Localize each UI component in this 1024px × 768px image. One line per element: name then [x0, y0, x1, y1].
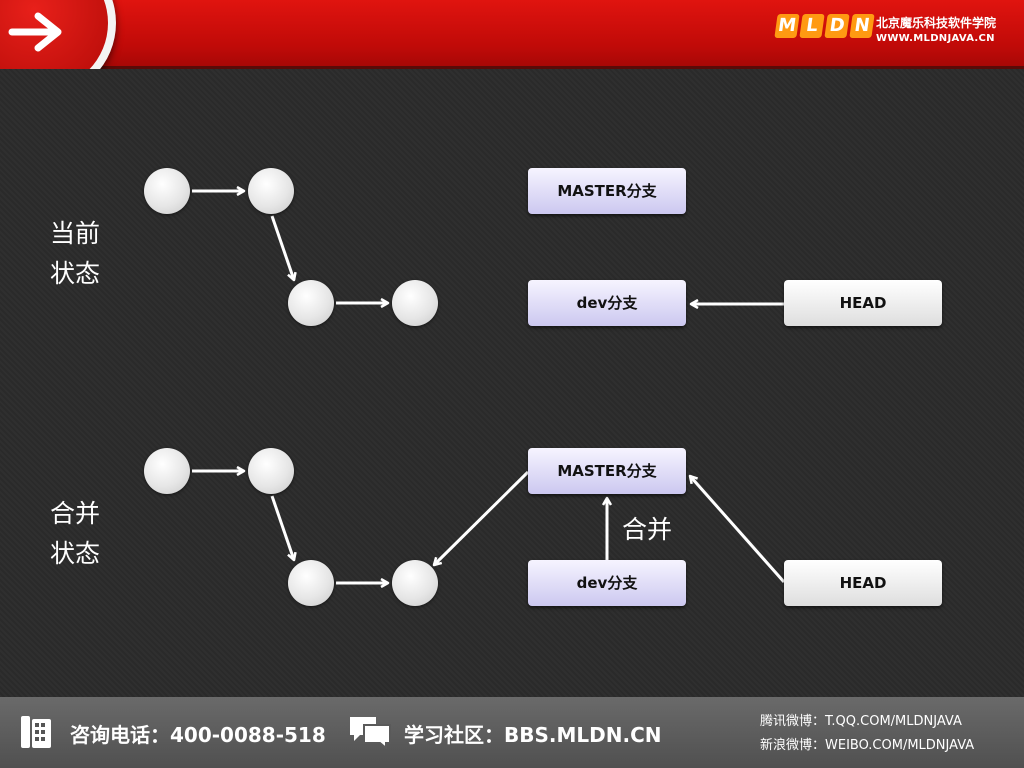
chat-icon	[350, 717, 391, 749]
master-branch-box: MASTER分支	[528, 448, 686, 494]
commit-node	[144, 168, 190, 214]
commit-node	[288, 560, 334, 606]
head-pointer-box: HEAD	[784, 560, 942, 606]
commit-node	[288, 280, 334, 326]
commit-node	[248, 168, 294, 214]
merge-label: 合并	[622, 515, 673, 544]
commit-arrow	[270, 495, 294, 560]
community-text[interactable]: 学习社区：BBS.MLDN.CN	[404, 723, 662, 747]
phone-icon	[21, 716, 51, 748]
master-branch-box: MASTER分支	[528, 168, 686, 214]
dev-branch-box: dev分支	[528, 280, 686, 326]
footer-bar: 咨询电话：400-0088-518 学习社区：BBS.MLDN.CN 腾讯微博：…	[0, 697, 1024, 768]
commit-node	[392, 280, 438, 326]
merge-state-label: 合并状态	[50, 499, 101, 568]
tencent-weibo-link[interactable]: 腾讯微博：T.QQ.COM/MLDNJAVA	[760, 714, 962, 729]
commit-node	[144, 448, 190, 494]
commit-node	[392, 560, 438, 606]
dev-branch-box: dev分支	[528, 560, 686, 606]
head-pointer-box: HEAD	[784, 280, 942, 326]
commit-node	[248, 448, 294, 494]
commit-arrow	[270, 215, 294, 280]
brand-name: 北京魔乐科技软件学院	[876, 16, 997, 30]
brand-url: WWW.MLDNJAVA.CN	[876, 33, 995, 44]
header-divider	[0, 66, 1024, 69]
master-to-commit-arrow	[434, 470, 530, 565]
current-state-label: 当前状态	[50, 219, 101, 288]
arrow-right-icon	[8, 12, 62, 52]
head-to-master-arrow	[690, 476, 786, 583]
sina-weibo-link[interactable]: 新浪微博：WEIBO.COM/MLDNJAVA	[760, 738, 975, 753]
phone-text: 咨询电话：400-0088-518	[70, 723, 326, 747]
